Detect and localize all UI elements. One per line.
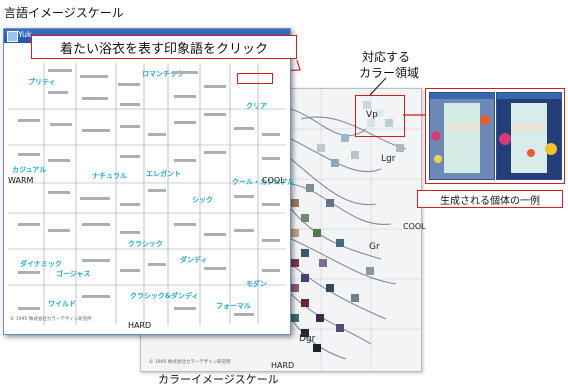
group-dynamic[interactable]: ダイナミック (20, 260, 62, 268)
word-grid-lines (8, 63, 286, 325)
kimono-fabric (444, 103, 480, 173)
group-modern[interactable]: モダン (246, 280, 267, 288)
group-natural[interactable]: ナチュラル (92, 172, 127, 180)
hard-axis-label: HARD (271, 361, 295, 370)
group-romantic[interactable]: ロマンチック (142, 70, 184, 78)
group-elegant[interactable]: エレガント (146, 170, 181, 178)
group-classic-dandy[interactable]: クラシック&ダンディ (130, 292, 199, 300)
corresponding-color-region (355, 95, 405, 137)
window-title: Yuk (18, 30, 32, 39)
generated-caption: 生成される個体の一例 (417, 190, 563, 208)
tone-label-gr: Gr (369, 242, 380, 252)
kimono-image-1 (429, 92, 495, 180)
group-casual[interactable]: カジュアル (12, 166, 47, 174)
region-caption-line2: カラー領域 (359, 66, 420, 80)
cool-axis-label: COOL (403, 222, 426, 231)
generated-kimono-panel (425, 88, 565, 184)
app-icon (7, 31, 18, 42)
kimono-obi (444, 123, 480, 131)
copyright: © 1995 株式会社カラーデザイン研究所 (10, 317, 92, 322)
region-caption-line1: 対応する (362, 50, 411, 64)
kimono-image-2 (496, 92, 562, 180)
group-classic[interactable]: クラシック (128, 240, 163, 248)
hard-axis-label: HARD (128, 321, 152, 330)
selected-word-highlight (237, 73, 273, 84)
word-scale-caption: 言語イメージスケール (4, 6, 124, 20)
warm-axis-label: WARM (8, 176, 34, 185)
tone-label-lgr: Lgr (381, 154, 396, 164)
copyright: © 1995 株式会社カラーデザイン研究所 (149, 360, 231, 365)
group-formal[interactable]: フォーマル (216, 302, 251, 310)
firework-icon (527, 149, 535, 157)
firework-icon (499, 133, 511, 145)
tone-label-dgr: Dgr (299, 334, 316, 344)
group-dandy[interactable]: ダンディ (180, 256, 208, 264)
firework-icon (480, 115, 490, 125)
color-scale-caption: カラーイメージスケール (158, 373, 279, 386)
group-chic[interactable]: シック (192, 196, 213, 204)
group-gorgeous[interactable]: ゴージャス (56, 270, 91, 278)
tone-label-vp: Vp (366, 110, 378, 120)
word-grid[interactable]: プリティ ロマンチック クリア カジュアル ナチュラル エレガント シック クー… (8, 63, 294, 325)
firework-icon (431, 131, 441, 141)
instruction-banner: 着たい浴衣を表す印象語をクリック (31, 35, 297, 59)
kimono-fabric (511, 103, 547, 173)
cool-axis-label: COOL (262, 176, 285, 185)
firework-icon (434, 155, 442, 163)
kimono-obi (511, 123, 547, 131)
group-wild[interactable]: ワイルド (48, 300, 76, 308)
group-cool-casual[interactable]: クール・カジュアル (232, 178, 295, 186)
firework-icon (545, 143, 557, 155)
group-pretty[interactable]: プリティ (28, 78, 56, 86)
group-clear[interactable]: クリア (246, 102, 267, 110)
